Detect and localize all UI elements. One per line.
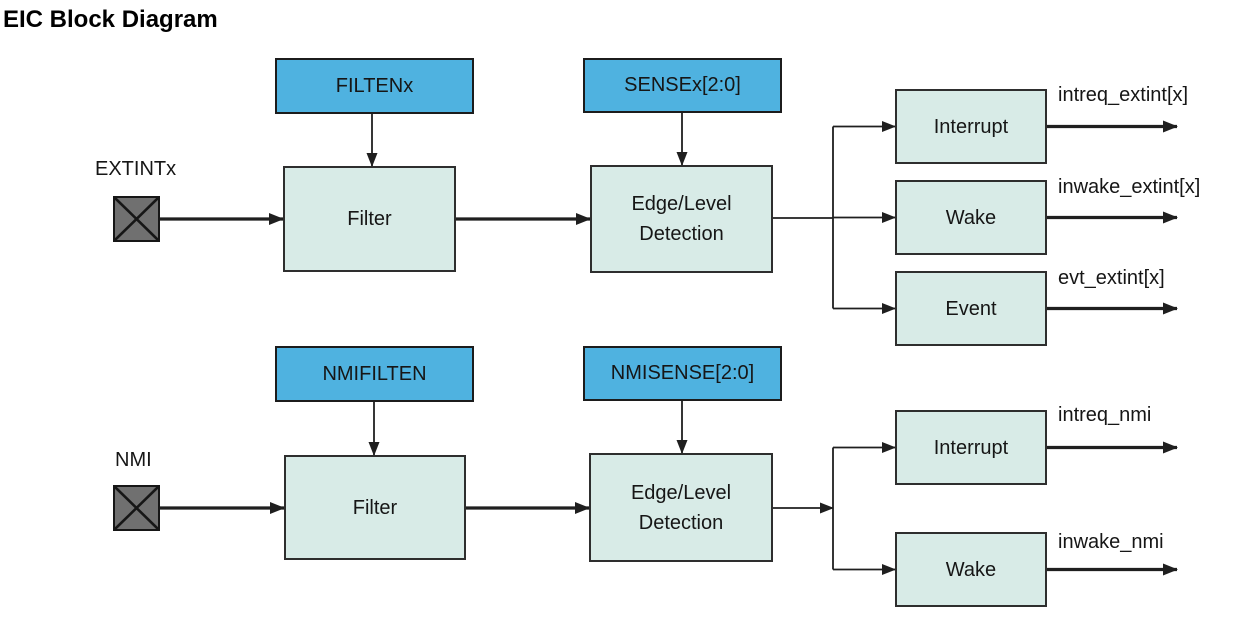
filter-block-extint: Filter (283, 166, 456, 272)
interrupt-block-extint: Interrupt (895, 89, 1047, 164)
filter-block-nmi: Filter (284, 455, 466, 560)
wake-block-nmi: Wake (895, 532, 1047, 607)
sensex-register: SENSEx[2:0] (583, 58, 782, 113)
extintx-input-label: EXTINTx (95, 158, 177, 180)
evt-extint-signal-label: evt_extint[x] (1058, 267, 1165, 289)
line-detection-branch-extint (773, 126, 834, 309)
page-title: EIC Block Diagram (3, 6, 218, 33)
nmifilten-register: NMIFILTEN (275, 346, 474, 402)
intreq-extint-signal-label: intreq_extint[x] (1058, 84, 1189, 106)
pad-cross-icon (115, 487, 158, 529)
nmi-pad-icon (113, 485, 160, 531)
filtenx-register: FILTENx (275, 58, 474, 114)
nmi-input-label: NMI (115, 449, 152, 471)
wake-block-extint: Wake (895, 180, 1047, 255)
extintx-pad-icon (113, 196, 160, 242)
edge-level-detection-block-nmi: Edge/Level Detection (589, 453, 773, 562)
inwake-nmi-signal-label: inwake_nmi (1058, 531, 1164, 553)
intreq-nmi-signal-label: intreq_nmi (1058, 404, 1152, 426)
nmisense-register: NMISENSE[2:0] (583, 346, 782, 401)
event-block-extint: Event (895, 271, 1047, 346)
pad-cross-icon (115, 198, 158, 240)
inwake-extint-signal-label: inwake_extint[x] (1058, 176, 1201, 198)
interrupt-block-nmi: Interrupt (895, 410, 1047, 485)
edge-level-detection-block-extint: Edge/Level Detection (590, 165, 773, 273)
